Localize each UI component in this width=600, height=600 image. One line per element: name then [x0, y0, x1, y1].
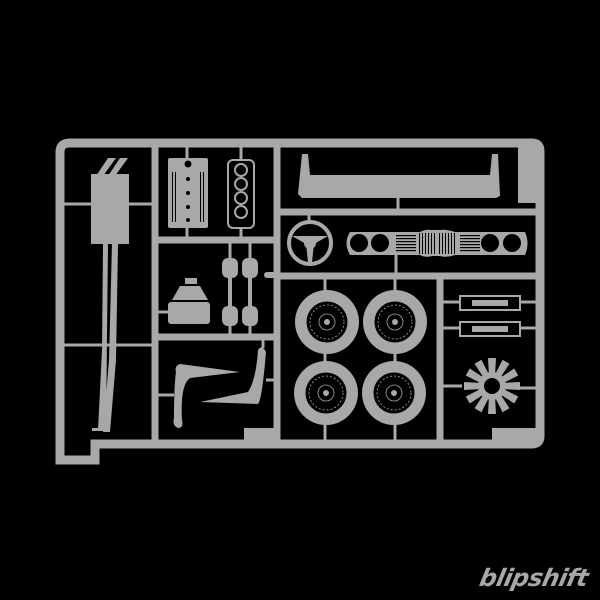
exhaust-muffler [91, 158, 129, 432]
control-arms [155, 337, 277, 428]
brand-logo: blipshift [477, 564, 591, 592]
turbo-fan [464, 358, 520, 414]
drive-shafts [222, 240, 277, 337]
cylinder-head-gasket [227, 159, 255, 229]
steering-wheel [287, 220, 333, 266]
tail-lights [459, 295, 521, 337]
rear-spoiler [298, 154, 500, 198]
front-grille-headlights [346, 229, 528, 257]
differential [155, 278, 210, 324]
